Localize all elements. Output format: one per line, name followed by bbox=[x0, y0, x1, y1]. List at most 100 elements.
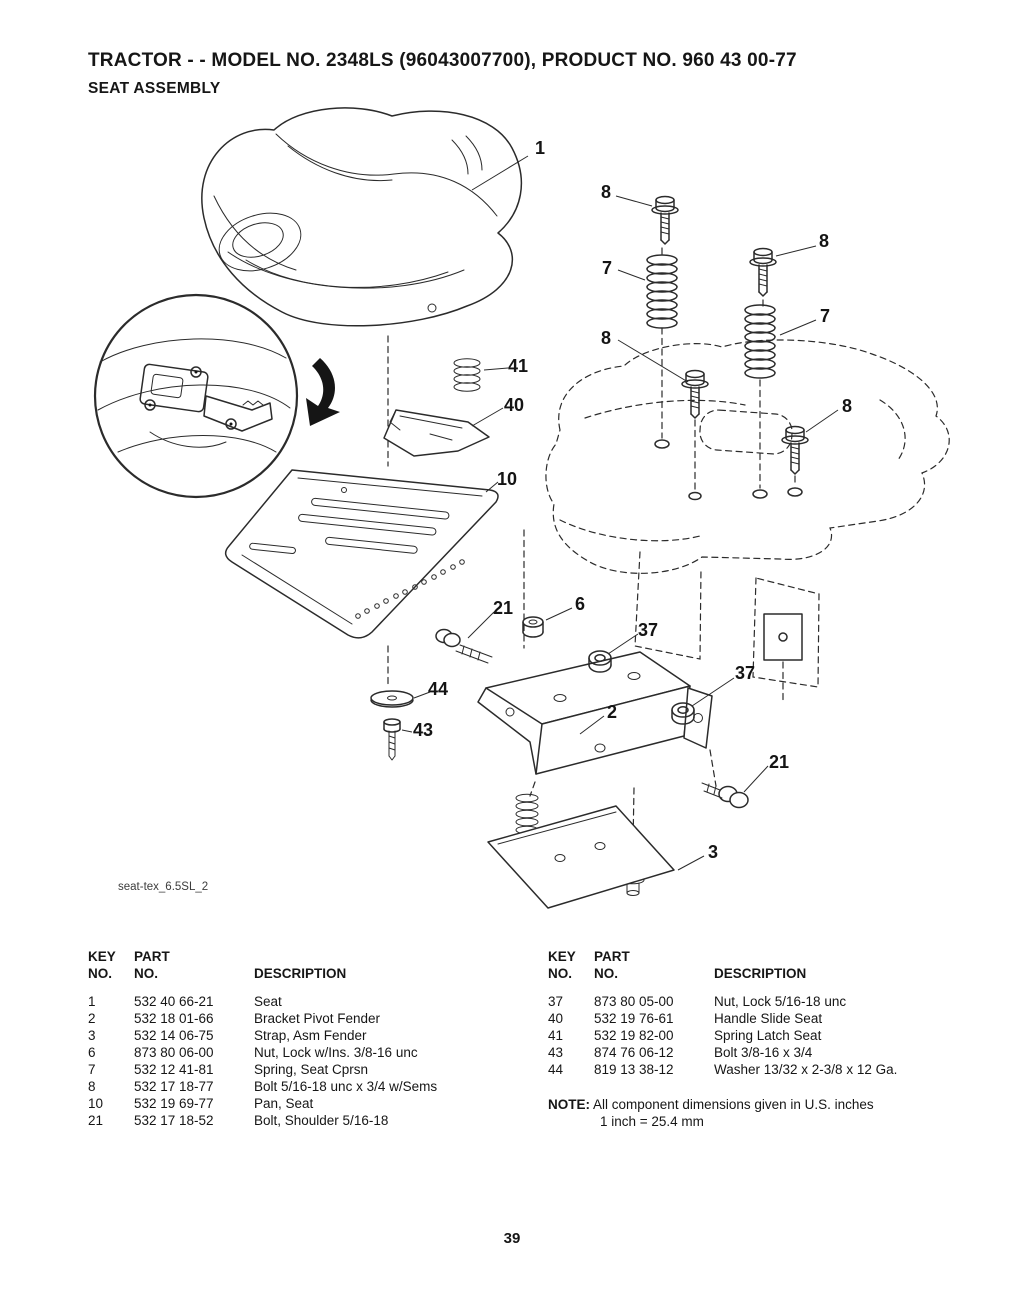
parts-table-header: KEY PART NO. NO. DESCRIPTION bbox=[548, 948, 988, 982]
col-header-part-no: NO. bbox=[594, 966, 619, 981]
diagram-callout: 6 bbox=[575, 594, 585, 614]
diagram-callout: 21 bbox=[769, 752, 789, 772]
figure-caption: seat-tex_6.5SL_2 bbox=[118, 881, 208, 893]
note-label: NOTE: bbox=[548, 1097, 590, 1112]
part-row: 1 532 40 66-21 Seat bbox=[88, 993, 528, 1010]
section-title: SEAT ASSEMBLY bbox=[88, 80, 221, 97]
part-description: Bracket Pivot Fender bbox=[254, 1011, 381, 1026]
col-header-part-no: NO. bbox=[134, 966, 159, 981]
part-number: 532 18 01-66 bbox=[134, 1011, 214, 1026]
part-key: 44 bbox=[548, 1062, 564, 1077]
part-row: 7 532 12 41-81 Spring, Seat Cprsn bbox=[88, 1061, 528, 1078]
note-text-line1: All component dimensions given in U.S. i… bbox=[593, 1097, 874, 1112]
lock-nut-6 bbox=[522, 616, 544, 638]
part-key: 43 bbox=[548, 1045, 564, 1060]
part-number: 532 19 69-77 bbox=[134, 1096, 214, 1111]
part-key: 1 bbox=[88, 994, 96, 1009]
part-row: 40 532 19 76-61 Handle Slide Seat bbox=[548, 1010, 988, 1027]
col-header-key: KEY bbox=[548, 949, 576, 964]
pivot-bracket-2 bbox=[477, 651, 713, 775]
diagram-callout: 1 bbox=[535, 138, 545, 158]
part-row: 8 532 17 18-77 Bolt 5/16-18 unc x 3/4 w/… bbox=[88, 1078, 528, 1095]
washer-44 bbox=[370, 690, 414, 708]
seat-illustration bbox=[201, 107, 523, 327]
parts-table-right: KEY PART NO. NO. DESCRIPTION 37 873 80 0… bbox=[548, 948, 988, 1130]
part-key: 2 bbox=[88, 1011, 96, 1026]
diagram-callout: 7 bbox=[602, 258, 612, 278]
bolt-8-d bbox=[781, 425, 809, 475]
col-header-part: PART bbox=[594, 949, 630, 964]
part-row: 44 819 13 38-12 Washer 13/32 x 2-3/8 x 1… bbox=[548, 1061, 988, 1078]
col-header-spacer bbox=[254, 948, 528, 965]
part-description: Pan, Seat bbox=[254, 1096, 314, 1111]
fender-dashed-outline bbox=[545, 339, 950, 688]
diagram-callout: 21 bbox=[493, 598, 513, 618]
col-header-key-no: NO. bbox=[548, 966, 573, 981]
seat-switch-bracket bbox=[763, 613, 803, 661]
part-description: Spring, Seat Cprsn bbox=[254, 1062, 369, 1077]
part-key: 7 bbox=[88, 1062, 96, 1077]
part-row: 10 532 19 69-77 Pan, Seat bbox=[88, 1095, 528, 1112]
part-description: Nut, Lock 5/16-18 unc bbox=[714, 994, 847, 1009]
shoulder-bolt-21-left bbox=[435, 628, 493, 664]
diagram-callout: 40 bbox=[504, 395, 524, 415]
col-header-description: DESCRIPTION bbox=[254, 966, 347, 981]
part-key: 41 bbox=[548, 1028, 564, 1043]
part-description: Bolt 5/16-18 unc x 3/4 w/Sems bbox=[254, 1079, 438, 1094]
parts-table-left: KEY PART NO. NO. DESCRIPTION 1 532 40 66… bbox=[88, 948, 528, 1129]
diagram-callout: 8 bbox=[819, 231, 829, 251]
col-header-part: PART bbox=[134, 949, 170, 964]
col-header-description: DESCRIPTION bbox=[714, 966, 807, 981]
bolt-43 bbox=[383, 718, 401, 761]
part-number: 532 19 82-00 bbox=[594, 1028, 674, 1043]
part-row: 2 532 18 01-66 Bracket Pivot Fender bbox=[88, 1010, 528, 1027]
part-key: 40 bbox=[548, 1011, 564, 1026]
part-description: Nut, Lock w/Ins. 3/8-16 unc bbox=[254, 1045, 418, 1060]
part-description: Handle Slide Seat bbox=[714, 1011, 823, 1026]
part-row: 37 873 80 05-00 Nut, Lock 5/16-18 unc bbox=[548, 993, 988, 1010]
part-number: 532 17 18-77 bbox=[134, 1079, 214, 1094]
diagram-callout: 8 bbox=[601, 182, 611, 202]
fender-strap-3 bbox=[487, 793, 675, 909]
pan-adjustment-teeth bbox=[355, 559, 465, 619]
parts-table-header: KEY PART NO. NO. DESCRIPTION bbox=[88, 948, 528, 982]
part-description: Seat bbox=[254, 994, 282, 1009]
part-number: 874 76 06-12 bbox=[594, 1045, 674, 1060]
diagram-callout: 2 bbox=[607, 702, 617, 722]
part-description: Washer 13/32 x 2-3/8 x 12 Ga. bbox=[714, 1062, 898, 1077]
dimension-note: NOTE: All component dimensions given in … bbox=[548, 1096, 988, 1130]
diagram-callout: 44 bbox=[428, 679, 448, 699]
col-header-spacer bbox=[714, 948, 988, 965]
diagram-callout: 7 bbox=[820, 306, 830, 326]
part-key: 8 bbox=[88, 1079, 96, 1094]
part-number: 532 14 06-75 bbox=[134, 1028, 214, 1043]
col-header-key: KEY bbox=[88, 949, 116, 964]
callout-leader-lines bbox=[401, 155, 839, 871]
detail-inset-circle bbox=[93, 293, 340, 499]
slide-handle-40 bbox=[383, 409, 490, 457]
seat-assembly-exploded-diagram: 1 8 8 7 7 8 8 41 40 10 21 6 37 37 2 44 4… bbox=[93, 107, 950, 909]
part-number: 873 80 05-00 bbox=[594, 994, 674, 1009]
bolt-8-b bbox=[749, 247, 777, 297]
part-number: 532 19 76-61 bbox=[594, 1011, 674, 1026]
shoulder-bolt-21-right bbox=[701, 782, 749, 809]
diagram-callout: 41 bbox=[508, 356, 528, 376]
callout-numbers: 1 8 8 7 7 8 8 41 40 10 21 6 37 37 2 44 4… bbox=[413, 138, 852, 862]
part-key: 10 bbox=[88, 1096, 104, 1111]
page-title: TRACTOR - - MODEL NO. 2348LS (9604300770… bbox=[88, 50, 797, 71]
part-key: 21 bbox=[88, 1113, 104, 1128]
diagram-callout: 37 bbox=[638, 620, 658, 640]
latch-spring-41 bbox=[453, 358, 481, 392]
part-description: Strap, Asm Fender bbox=[254, 1028, 367, 1043]
part-description: Bolt 3/8-16 x 3/4 bbox=[714, 1045, 813, 1060]
part-number: 532 12 41-81 bbox=[134, 1062, 214, 1077]
part-key: 6 bbox=[88, 1045, 96, 1060]
part-number: 532 40 66-21 bbox=[134, 994, 214, 1009]
diagram-callout: 3 bbox=[708, 842, 718, 862]
part-number: 819 13 38-12 bbox=[594, 1062, 674, 1077]
part-description: Spring Latch Seat bbox=[714, 1028, 822, 1043]
col-header-key-no: NO. bbox=[88, 966, 113, 981]
part-number: 873 80 06-00 bbox=[134, 1045, 214, 1060]
diagram-callout: 8 bbox=[842, 396, 852, 416]
